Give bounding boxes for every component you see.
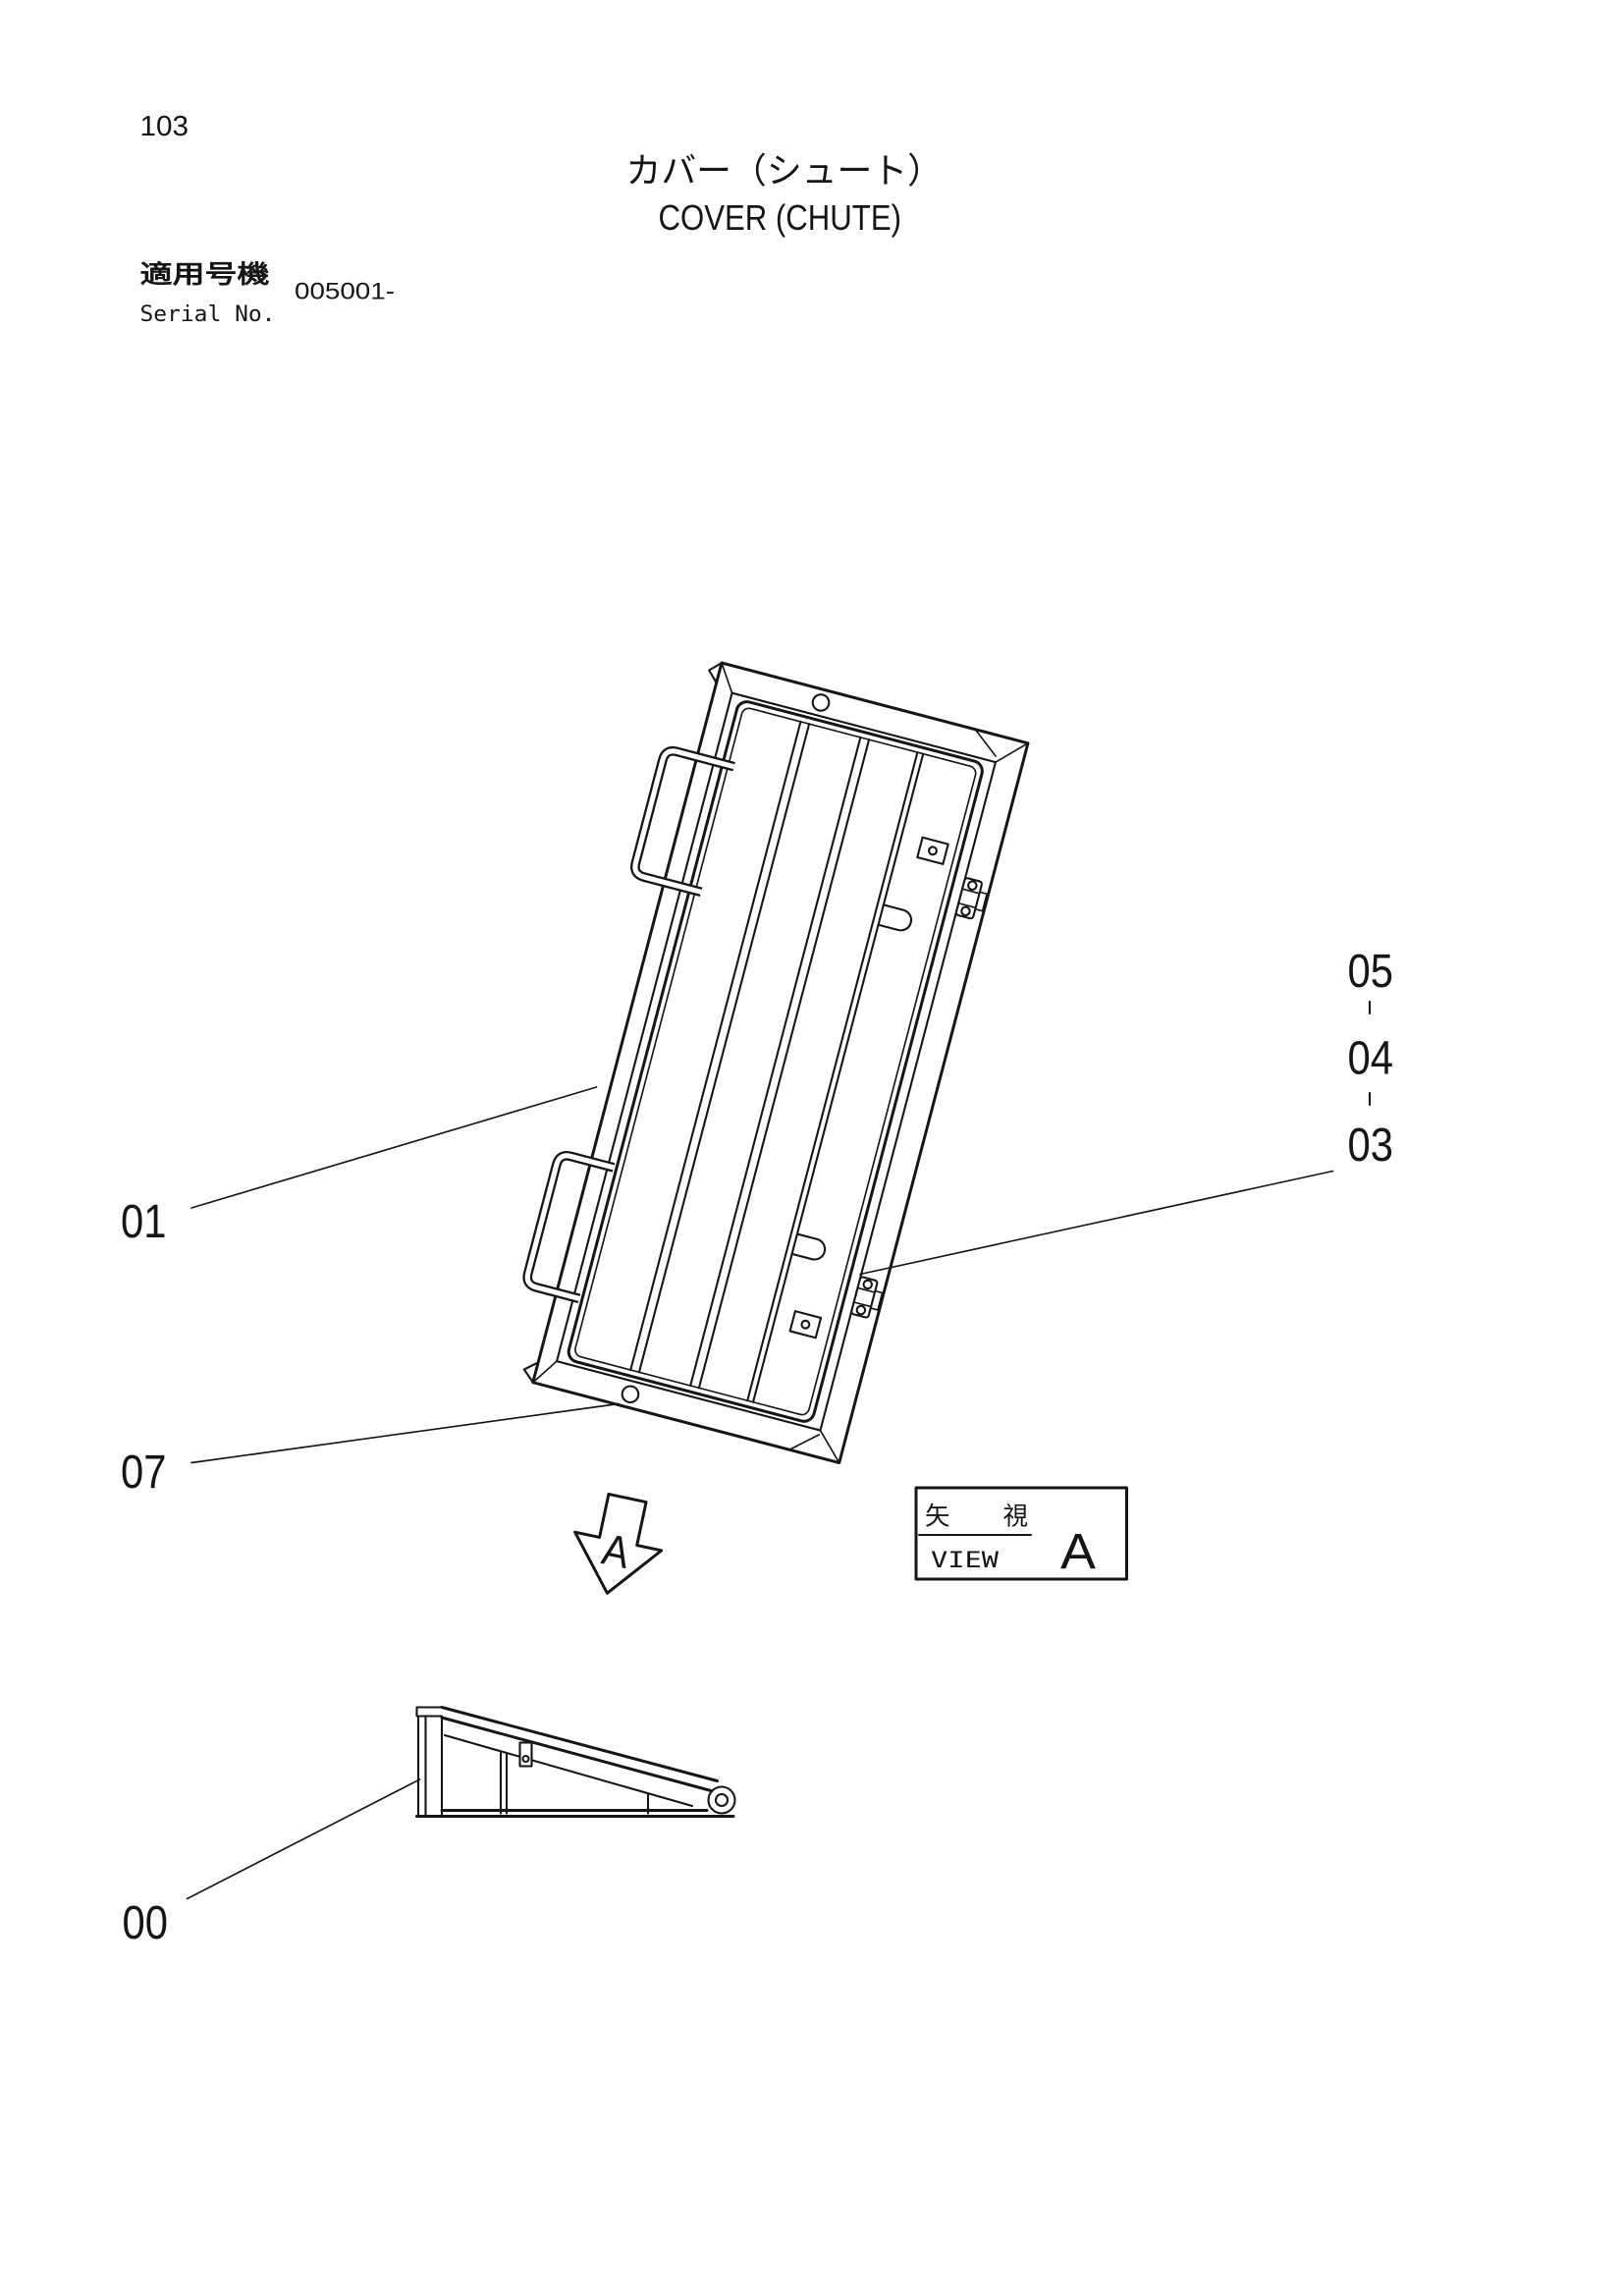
serial-label-ja: 適用号機 bbox=[140, 260, 271, 290]
frame-gusset-top-left bbox=[708, 661, 724, 684]
label-box-outline bbox=[914, 1486, 1128, 1581]
slot-upper bbox=[877, 903, 913, 932]
bracket-hole bbox=[928, 846, 938, 856]
callout-07: 07 bbox=[121, 1447, 166, 1499]
handle-tube-inner bbox=[632, 748, 735, 895]
view-a-arrow: A bbox=[573, 1492, 664, 1595]
frame-outline bbox=[531, 661, 1030, 1465]
side-view-stiffeners bbox=[499, 1751, 650, 1815]
side-view-left-post bbox=[416, 1715, 444, 1818]
callout-05: 05 bbox=[1347, 946, 1392, 998]
latch-detail bbox=[957, 888, 988, 912]
latch-bolt bbox=[960, 905, 971, 917]
page-title-ja: カバー（シュート） bbox=[626, 151, 943, 191]
leader-line-01 bbox=[190, 1086, 598, 1209]
frame-gusset-bottom-left bbox=[522, 1361, 540, 1384]
page-number: 103 bbox=[140, 111, 189, 142]
callout-03: 03 bbox=[1347, 1120, 1392, 1172]
latch-detail bbox=[852, 1286, 884, 1311]
bracket-lower bbox=[788, 1310, 823, 1339]
side-view-hinge-outer bbox=[707, 1785, 736, 1815]
view-label-ja: 矢 視 bbox=[925, 1502, 1028, 1531]
callout-01: 01 bbox=[121, 1196, 166, 1248]
callouts: 05 04 03 01 07 00 bbox=[121, 946, 1393, 1949]
leader-line-03 bbox=[859, 1170, 1334, 1276]
callout-00: 00 bbox=[123, 1897, 168, 1949]
serial-number-value: 005001- bbox=[295, 278, 395, 304]
arrow-outline bbox=[573, 1492, 664, 1595]
bracket-plate bbox=[788, 1310, 823, 1339]
latch-bolt bbox=[967, 880, 978, 891]
side-view-lower-flange bbox=[443, 1733, 694, 1808]
page-header: 103 カバー（シュート） COVER (CHUTE) 適用号機 Serial … bbox=[140, 111, 943, 327]
latch-lower bbox=[850, 1276, 884, 1319]
cover-panel bbox=[567, 700, 984, 1423]
bracket-upper bbox=[916, 836, 949, 865]
side-view-pin bbox=[415, 1706, 444, 1718]
side-view-clip bbox=[518, 1741, 533, 1768]
side-view-base bbox=[415, 1808, 735, 1818]
callout-04: 04 bbox=[1347, 1032, 1392, 1084]
chute-cover-plan-view bbox=[522, 661, 1030, 1465]
serial-label-en: Serial No. bbox=[140, 301, 276, 327]
view-label-en: VIEW bbox=[931, 1548, 1000, 1573]
leader-line-07 bbox=[190, 1402, 620, 1464]
latch-bolt bbox=[862, 1279, 873, 1290]
chute-cover-side-view bbox=[415, 1705, 736, 1818]
handle-lower bbox=[522, 1151, 616, 1304]
frame-miter-joints bbox=[531, 662, 1029, 1464]
bracket-plate bbox=[916, 836, 949, 865]
side-view-top-plate bbox=[440, 1705, 720, 1793]
side-view-clip-bolt bbox=[521, 1754, 530, 1764]
slot-lower bbox=[790, 1232, 827, 1261]
handle-tube-inner bbox=[524, 1153, 615, 1301]
bracket-hole bbox=[800, 1319, 811, 1330]
leader-line-00 bbox=[186, 1778, 421, 1900]
view-a-label-box: 矢 視 VIEW A bbox=[914, 1486, 1128, 1581]
page-title-en: COVER (CHUTE) bbox=[659, 197, 901, 238]
view-label-letter: A bbox=[1060, 1523, 1096, 1579]
panel-outline bbox=[567, 700, 984, 1423]
latch-bolt bbox=[855, 1304, 867, 1316]
latch-upper bbox=[954, 877, 988, 920]
bolt-hole-bottom bbox=[621, 1385, 640, 1404]
side-view-hinge-inner bbox=[714, 1792, 730, 1808]
cover-frame bbox=[522, 661, 1030, 1465]
panel-ribs bbox=[629, 720, 925, 1403]
handle-upper bbox=[630, 745, 735, 898]
bolt-hole-top bbox=[811, 693, 831, 712]
